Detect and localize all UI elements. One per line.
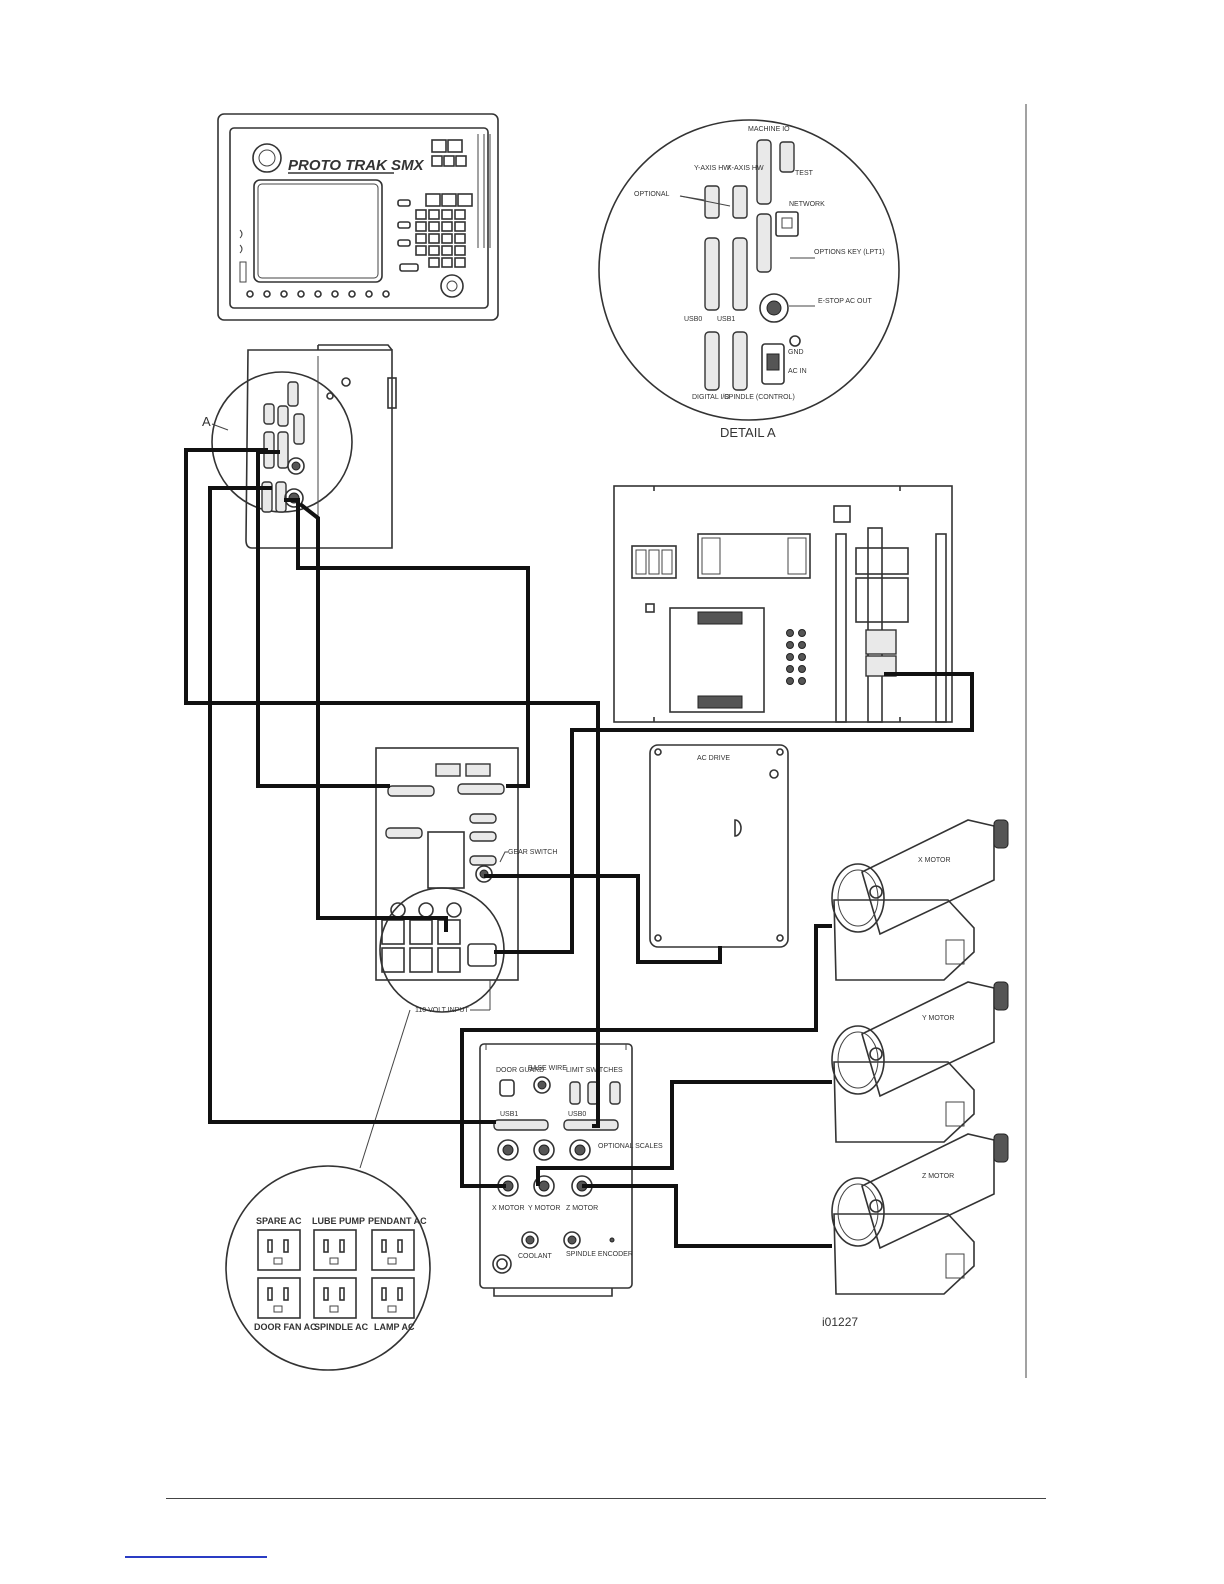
- footer-link-underline[interactable]: [125, 1556, 267, 1558]
- console-keypad: [397, 139, 473, 272]
- cabinet-switch: [833, 505, 851, 523]
- label-optional-scales: OPTIONAL SCALES: [598, 1143, 663, 1150]
- outlet-callout-circle: [379, 887, 505, 1013]
- label-jb-x-motor: X MOTOR: [492, 1205, 525, 1212]
- terminal-dots: [786, 629, 806, 685]
- callout-a-label: A: [202, 414, 211, 429]
- z-motor: Z MOTOR: [831, 1133, 1009, 1295]
- test-port: [779, 141, 795, 173]
- label-gear-switch: GEAR SWITCH: [508, 849, 557, 856]
- outlet-spindle-ac: [313, 1277, 357, 1319]
- figure-id: i01227: [822, 1315, 858, 1329]
- label-optional: OPTIONAL: [634, 191, 670, 198]
- pendant-console: PROTO TRAK SMX: [217, 113, 499, 321]
- label-spare-ac: SPARE AC: [256, 1216, 302, 1226]
- outlet-lamp-ac: [371, 1277, 415, 1319]
- label-base-wire: BASE WIRE: [528, 1065, 567, 1072]
- y-motor: Y MOTOR: [831, 981, 1009, 1143]
- 110-input-connector: [467, 943, 497, 967]
- y-motor-label: Y MOTOR: [922, 1015, 954, 1022]
- label-door-guard: DOOR GUARD: [496, 1067, 544, 1074]
- wire-usb1-to-panel: [256, 450, 390, 788]
- console-dial-icon: [440, 274, 464, 298]
- label-110-volt-input: 110 VOLT INPUT: [415, 1007, 469, 1014]
- wiring: [184, 448, 974, 1248]
- z-motor-label: Z MOTOR: [922, 1173, 954, 1180]
- spindle-control-port: [732, 331, 748, 391]
- wire-cabinet-to-input: [494, 672, 974, 954]
- label-lamp-ac: LAMP AC: [374, 1322, 415, 1332]
- wire-panel-to-ac-drive: [484, 874, 722, 964]
- label-estop-ac-out: E-STOP AC OUT: [818, 298, 873, 305]
- label-spindle-control: SPINDLE (CONTROL): [724, 394, 795, 401]
- outlet-door-fan-ac: [257, 1277, 301, 1319]
- console-logo-icon: [252, 143, 282, 173]
- label-usb1: USB1: [717, 316, 735, 323]
- junction-box: DOOR GUARD BASE WIRE LIMIT SWITCHES USB1…: [479, 1043, 663, 1297]
- outlet-pendant-ac: [371, 1229, 415, 1271]
- wire-digital-io-to-jb-usb1: [208, 486, 496, 1124]
- wire-estop-to-outlet: [298, 502, 448, 932]
- wire-y-motor: [536, 1080, 832, 1186]
- label-jb-usb0: USB0: [568, 1111, 586, 1118]
- panel-outlets: [381, 919, 461, 973]
- transformer: [669, 607, 765, 713]
- relay-panel: GEAR SWITCH 110 VOLT INPUT: [375, 747, 557, 1014]
- label-lube-pump: LUBE PUMP: [312, 1216, 365, 1226]
- ac-in-port: [761, 343, 785, 385]
- outlet-spare-ac: [257, 1229, 301, 1271]
- label-test: TEST: [795, 170, 814, 177]
- label-gnd: GND: [788, 349, 804, 356]
- options-key-port: [756, 213, 772, 273]
- label-spindle-ac: SPINDLE AC: [314, 1322, 369, 1332]
- console-softkeys: [246, 290, 390, 298]
- label-jb-y-motor: Y MOTOR: [528, 1205, 560, 1212]
- label-x-axis-hw: X-AXIS HW: [727, 165, 764, 172]
- usb1-port: [732, 237, 748, 311]
- breaker-block: [697, 533, 811, 579]
- detail-a-title: DETAIL A: [720, 425, 776, 440]
- wire-z-motor: [582, 1184, 832, 1248]
- label-spindle-encoder: SPINDLE ENCODER: [566, 1251, 633, 1258]
- contactor: [631, 545, 677, 579]
- label-options-key: OPTIONS KEY (LPT1): [814, 249, 885, 256]
- label-usb0: USB0: [684, 316, 702, 323]
- label-digital-io: DIGITAL I/O: [692, 394, 730, 401]
- console-brand: PROTO TRAK SMX: [288, 157, 425, 174]
- x-motor-label: X MOTOR: [918, 857, 951, 864]
- wire-x-motor: [460, 924, 832, 1188]
- console-screen: [253, 179, 383, 283]
- label-y-axis-hw: Y-AXIS HW: [694, 165, 730, 172]
- detail-a-inset: MACHINE IO TEST Y-AXIS HW X-AXIS HW OPTI…: [598, 119, 900, 440]
- electrical-cabinet: [613, 485, 953, 723]
- wire-spindle-control-to-panel: [284, 498, 530, 788]
- label-jb-usb1: USB1: [500, 1111, 518, 1118]
- label-coolant: COOLANT: [518, 1253, 553, 1260]
- outlet-detail: SPARE AC LUBE PUMP PENDANT AC DOOR FAN A…: [225, 1009, 431, 1371]
- machine-io-port: [756, 139, 772, 205]
- footer-rule: [166, 1498, 1046, 1499]
- din-rail-terminals: [855, 527, 909, 723]
- label-network: NETWORK: [789, 201, 825, 208]
- ac-drive: AC DRIVE: [649, 744, 789, 948]
- wire-usb0-to-jb-usb0: [184, 448, 600, 1128]
- x-motor: X MOTOR: [831, 819, 1009, 981]
- gnd-terminal-icon: [789, 335, 801, 347]
- label-ac-in: AC IN: [788, 368, 807, 375]
- usb0-port: [704, 237, 720, 311]
- label-jb-z-motor: Z MOTOR: [566, 1205, 598, 1212]
- ac-drive-label: AC DRIVE: [697, 755, 730, 762]
- estop-ac-out-port: [759, 293, 789, 323]
- label-pendant-ac: PENDANT AC: [368, 1216, 427, 1226]
- label-door-fan-ac: DOOR FAN AC: [254, 1322, 317, 1332]
- label-machine-io: MACHINE IO: [748, 126, 790, 133]
- x-axis-hw-port: [732, 185, 748, 219]
- outlet-lube-pump: [313, 1229, 357, 1271]
- label-limit-switches: LIMIT SWITCHES: [566, 1067, 623, 1074]
- digital-io-port: [704, 331, 720, 391]
- control-computer: A: [202, 344, 397, 549]
- network-port: [775, 211, 799, 237]
